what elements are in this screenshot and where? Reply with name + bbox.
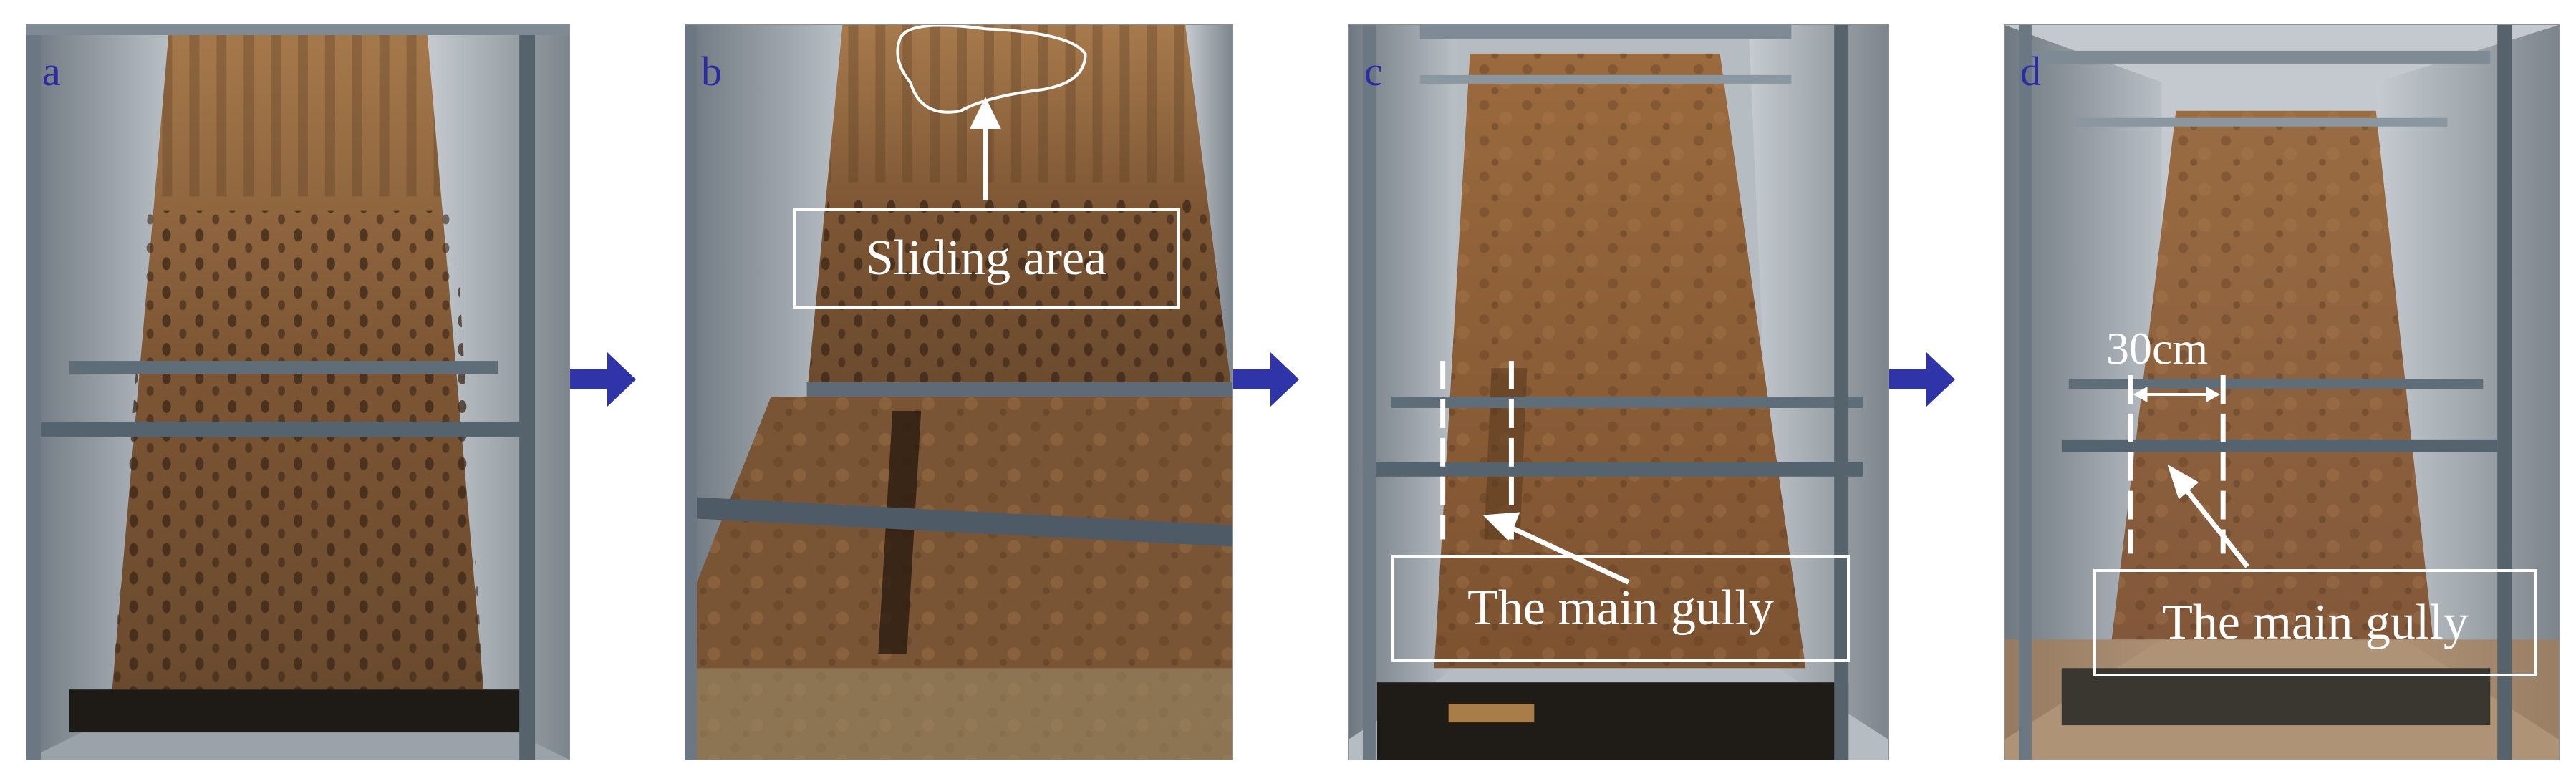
panel-c-letter: c (1364, 48, 1383, 94)
panel-a-photo (26, 25, 569, 760)
main-gully-label-c: The main gully (1391, 555, 1850, 662)
main-gully-label-d: The main gully (2093, 569, 2537, 676)
sliding-area-label: Sliding area (793, 208, 1180, 309)
panel-b-letter: b (701, 48, 722, 94)
panel-c: c The main gully (1348, 24, 1889, 760)
panel-a-letter: a (42, 48, 61, 94)
right-arrow-icon (570, 352, 636, 407)
panel-d-letter: d (2020, 48, 2041, 94)
panel-d-photo (2005, 25, 2559, 760)
panel-a: a (26, 24, 570, 760)
panel-c-photo (1349, 25, 1888, 760)
right-arrow-icon (1233, 352, 1299, 407)
panel-d: d 30cm The main gully (2004, 24, 2560, 760)
panel-b-photo (685, 25, 1232, 760)
gully-width-label: 30cm (2106, 323, 2209, 374)
panel-b: b Sliding area (685, 24, 1233, 760)
right-arrow-icon (1889, 352, 1955, 407)
